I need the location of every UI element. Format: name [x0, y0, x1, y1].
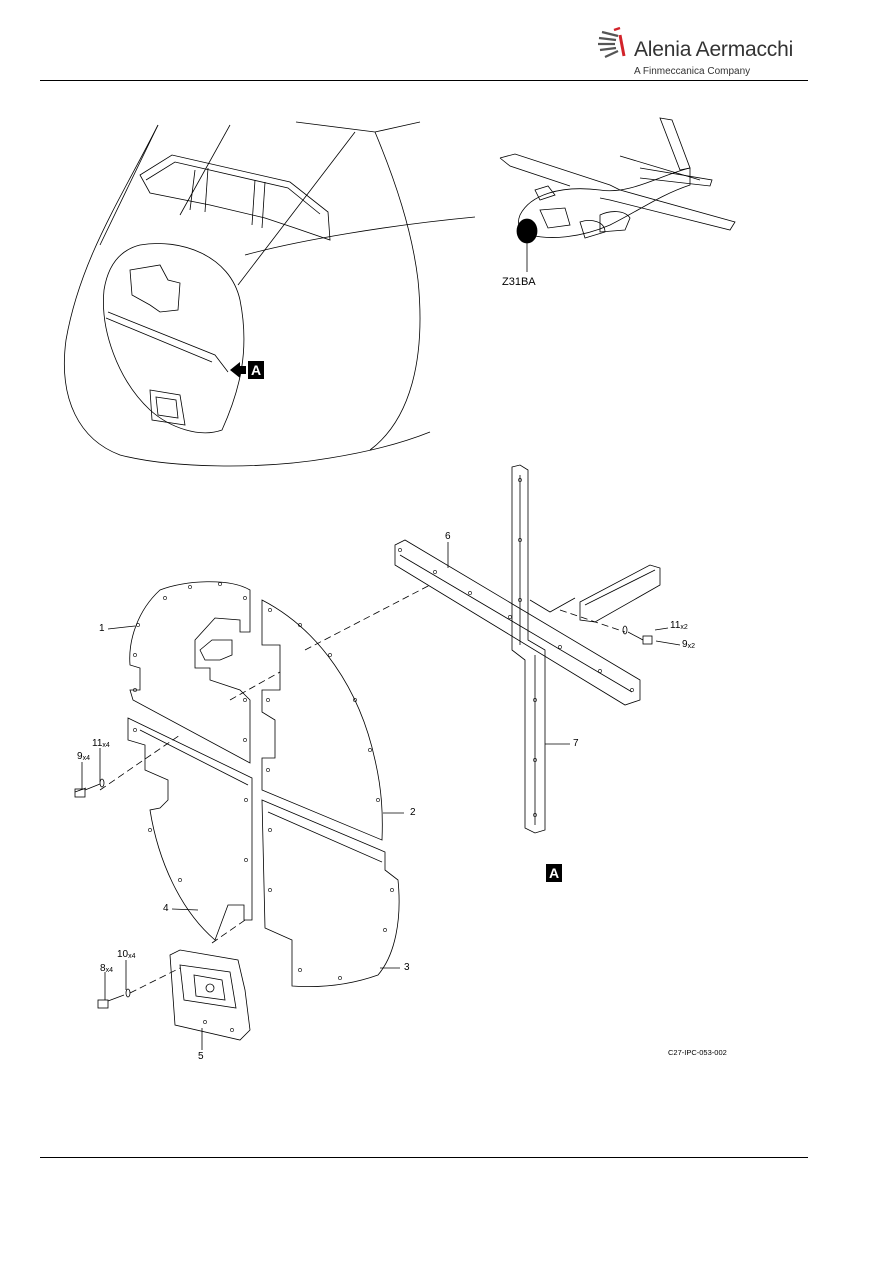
panel-3-shape: [261, 799, 400, 987]
callout-11-left-number: 11: [92, 738, 103, 749]
callout-9-left-qty: x4: [82, 755, 90, 762]
header-rule: [40, 80, 808, 81]
callout-8: 8x4: [100, 963, 113, 975]
fastener-9-right: [622, 625, 653, 645]
callout-11-right: 11x2: [670, 620, 688, 632]
brand-logo-icon: [598, 26, 626, 58]
callout-11-right-number: 11: [670, 620, 681, 631]
footer-rule: [40, 1157, 808, 1158]
callout-9-left-number: 9: [77, 751, 83, 762]
callout-8-number: 8: [100, 963, 106, 974]
zone-highlight-icon: [516, 218, 538, 244]
figure-code: C27-IPC-053-002: [668, 1048, 727, 1057]
callout-9-right-qty: x2: [687, 643, 695, 650]
leader-lines: [81, 542, 681, 1050]
fastener-9-left: [74, 778, 105, 798]
panel-1-shape: [129, 581, 251, 764]
panel-2-shape: [261, 599, 383, 841]
callout-4: 4: [163, 903, 169, 914]
callout-10-qty: x4: [128, 953, 136, 960]
callout-3: 3: [404, 962, 410, 973]
part-5-shape: [169, 949, 251, 1041]
rivet-holes: [133, 478, 634, 1032]
callout-1: 1: [99, 623, 105, 634]
callout-10-number: 10: [117, 949, 129, 960]
callout-10: 10x4: [117, 949, 136, 961]
nose-overview: [63, 121, 476, 467]
callout-11-left-qty: x4: [102, 742, 110, 749]
brand-name: Alenia Aermacchi: [634, 38, 794, 61]
stiffener-7-shape: [511, 464, 546, 834]
brand-tagline: A Finmeccanica Company: [634, 66, 751, 77]
assembly-lines: [99, 584, 626, 994]
bracket-shape: [529, 564, 661, 623]
zone-label: Z31BA: [502, 276, 536, 288]
callout-8-qty: x4: [105, 967, 113, 974]
callout-9-right: 9x2: [682, 639, 695, 651]
view-a-marker: A: [248, 361, 264, 379]
callout-7: 7: [573, 738, 579, 749]
panel-4-shape: [127, 717, 253, 941]
callout-2: 2: [410, 807, 416, 818]
callout-9-left: 9x4: [77, 751, 90, 763]
callout-11-right-qty: x2: [680, 624, 688, 631]
callout-11-left: 11x4: [92, 738, 110, 750]
aircraft-locator: [499, 117, 736, 239]
view-arrow-icon: [230, 362, 246, 378]
callout-9-right-number: 9: [682, 639, 688, 650]
view-a-title: A: [546, 864, 562, 882]
callout-6: 6: [445, 531, 451, 542]
stiffener-6-shape: [394, 539, 641, 706]
callout-5: 5: [198, 1051, 204, 1062]
fastener-8: [97, 988, 131, 1009]
